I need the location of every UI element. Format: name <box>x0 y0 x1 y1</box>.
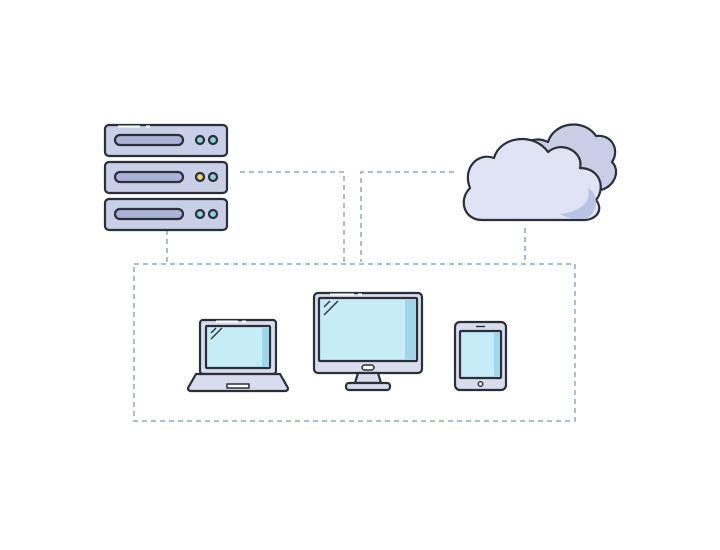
laptop-screen <box>204 324 272 370</box>
laptop-icon <box>186 318 290 393</box>
devices-group-box <box>133 263 576 422</box>
cloud-connector <box>360 171 454 262</box>
cloud-shade <box>560 188 596 219</box>
status-led <box>194 171 206 183</box>
tablet-icon <box>453 320 508 392</box>
monitor-stand <box>353 371 383 385</box>
status-led <box>194 208 206 220</box>
tablet-screen <box>458 329 503 380</box>
monitor-button <box>361 364 375 371</box>
monitor-screen <box>317 296 419 363</box>
status-led <box>207 134 219 146</box>
status-led <box>207 208 219 220</box>
tablet-home-button <box>477 381 484 388</box>
status-led <box>207 171 219 183</box>
cloud-icon <box>462 123 618 222</box>
server-unit <box>103 197 229 232</box>
desktop-monitor-icon <box>312 291 424 392</box>
status-led <box>194 134 206 146</box>
server-connector <box>240 171 345 262</box>
monitor-foot <box>344 381 392 392</box>
cloud-front <box>462 138 602 222</box>
server-rack-icon <box>103 123 229 232</box>
server-unit <box>103 123 229 158</box>
laptop-base <box>186 372 290 393</box>
server-unit <box>103 160 229 195</box>
connectors <box>166 171 526 262</box>
